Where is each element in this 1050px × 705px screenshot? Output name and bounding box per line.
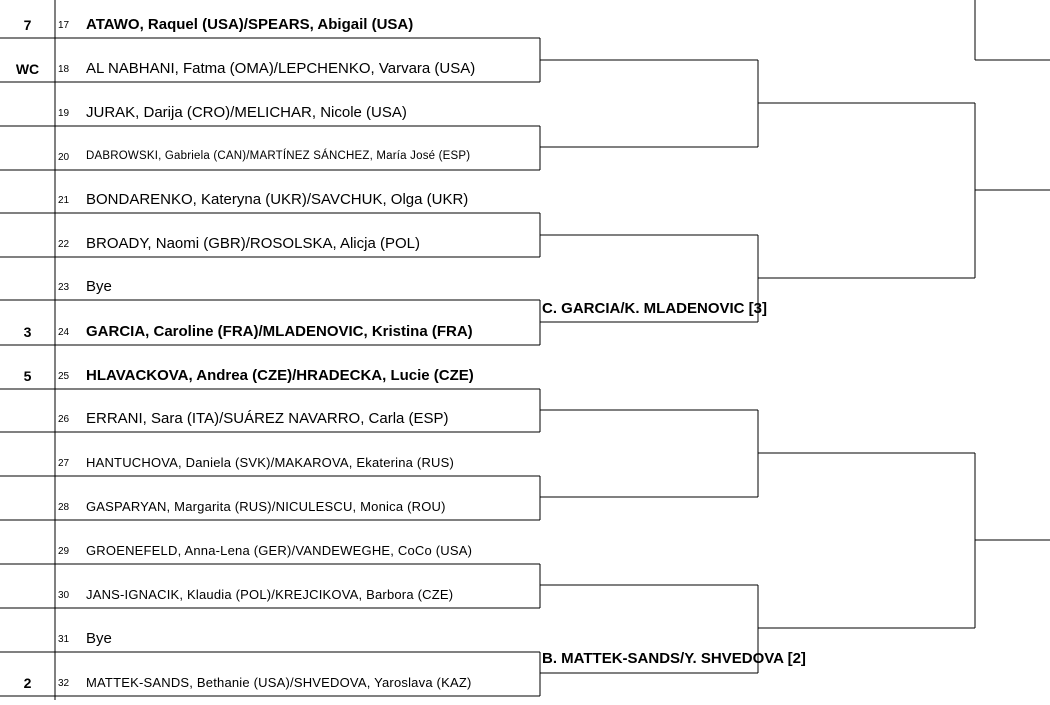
- round-winner: B. MATTEK-SANDS/Y. SHVEDOVA [2]: [542, 650, 806, 667]
- seed-label: 3: [23, 324, 32, 340]
- draw-number: 18: [58, 64, 70, 75]
- team-name: Bye: [86, 278, 112, 295]
- round-winner: C. GARCIA/K. MLADENOVIC [3]: [542, 300, 767, 317]
- team-name: AL NABHANI, Fatma (OMA)/LEPCHENKO, Varva…: [86, 60, 476, 77]
- team-name: ATAWO, Raquel (USA)/SPEARS, Abigail (USA…: [86, 16, 414, 33]
- team-name: GARCIA, Caroline (FRA)/MLADENOVIC, Krist…: [86, 323, 473, 340]
- draw-number: 25: [58, 371, 70, 382]
- draw-number: 23: [58, 282, 70, 293]
- draw-number: 17: [58, 20, 70, 31]
- team-name: HLAVACKOVA, Andrea (CZE)/HRADECKA, Lucie…: [86, 367, 474, 384]
- seed-label: 5: [23, 368, 32, 384]
- draw-number: 32: [58, 678, 70, 689]
- seed-label: WC: [15, 61, 40, 77]
- team-name: BROADY, Naomi (GBR)/ROSOLSKA, Alicja (PO…: [86, 235, 420, 252]
- team-name: GASPARYAN, Margarita (RUS)/NICULESCU, Mo…: [86, 499, 446, 514]
- team-name: BONDARENKO, Kateryna (UKR)/SAVCHUK, Olga…: [86, 191, 469, 208]
- draw-number: 27: [58, 458, 70, 469]
- seed-label: 2: [23, 675, 32, 691]
- draw-number: 31: [58, 634, 70, 645]
- team-name: JURAK, Darija (CRO)/MELICHAR, Nicole (US…: [86, 104, 407, 121]
- draw-number: 29: [58, 546, 70, 557]
- draw-number: 21: [58, 195, 70, 206]
- draw-number: 22: [58, 239, 70, 250]
- team-name: MATTEK-SANDS, Bethanie (USA)/SHVEDOVA, Y…: [86, 675, 472, 690]
- team-name: JANS-IGNACIK, Klaudia (POL)/KREJCIKOVA, …: [86, 587, 454, 602]
- draw-number: 20: [58, 152, 70, 163]
- seed-label: 7: [23, 17, 32, 33]
- team-name: HANTUCHOVA, Daniela (SVK)/MAKAROVA, Ekat…: [86, 455, 455, 470]
- team-name: GROENEFELD, Anna-Lena (GER)/VANDEWEGHE, …: [86, 543, 473, 558]
- draw-number: 24: [58, 327, 70, 338]
- draw-number: 28: [58, 502, 70, 513]
- draw-number: 30: [58, 590, 70, 601]
- team-name: Bye: [86, 630, 112, 647]
- team-name: DABROWSKI, Gabriela (CAN)/MARTÍNEZ SÁNCH…: [86, 150, 471, 162]
- team-name: ERRANI, Sara (ITA)/SUÁREZ NAVARRO, Carla…: [86, 410, 449, 427]
- draw-number: 26: [58, 414, 70, 425]
- draw-number: 19: [58, 108, 70, 119]
